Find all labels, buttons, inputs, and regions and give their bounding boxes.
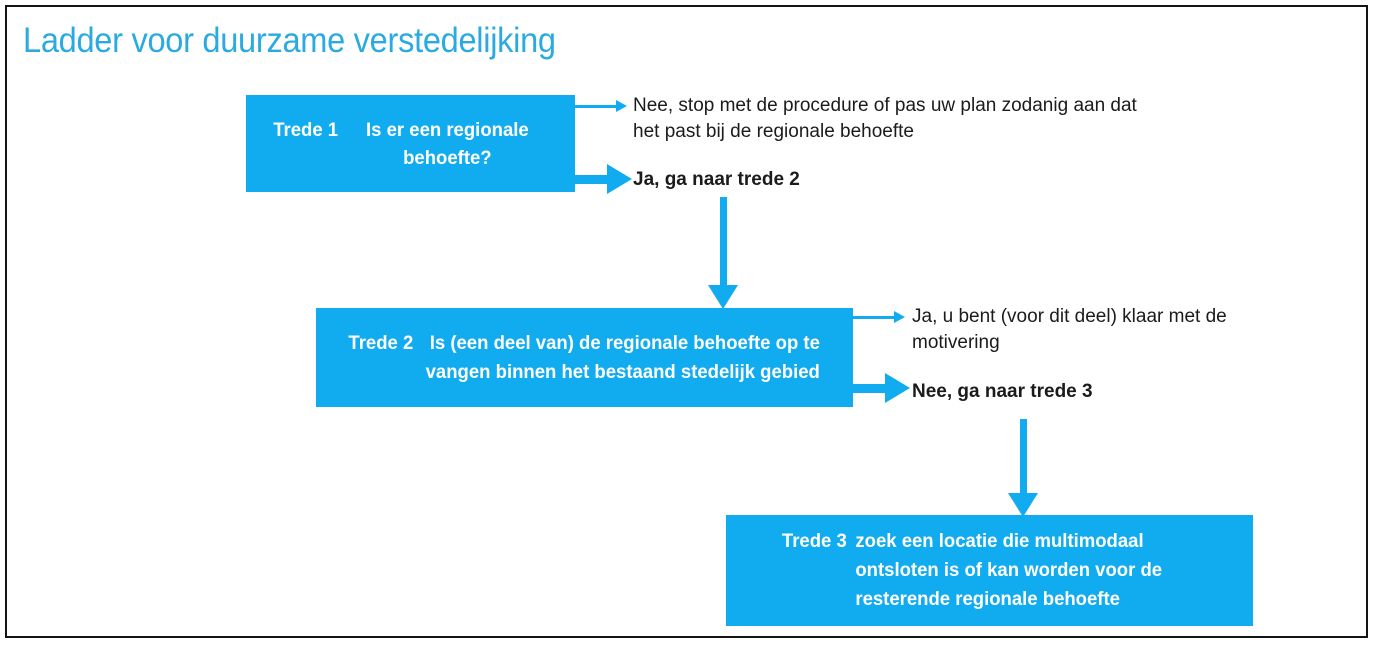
arrow-right-thick-icon-trede-2-nee: [853, 373, 910, 403]
arrow-shaft: [1019, 419, 1027, 493]
step-text-trede-2: Is (een deel van) de regionale behoefte …: [425, 331, 821, 383]
outcome-trede-2-ja: Ja, u bent (voor dit deel) klaar met de …: [912, 306, 1227, 353]
step-box-trede-2[interactable]: Trede 2 Is (een deel van) de regionale b…: [316, 308, 853, 407]
arrow-shaft: [853, 383, 889, 393]
arrow-shaft: [575, 104, 619, 108]
arrow-head: [607, 164, 632, 194]
page-title: Ladder voor duurzame verstedelijking: [23, 21, 556, 60]
step-label-trede-1: Trede 1: [273, 118, 338, 141]
step-text-trede-1: Is er een regionale behoefte?: [365, 118, 529, 169]
arrow-right-thin-icon-trede-1-nee: [575, 99, 627, 113]
arrow-head: [616, 100, 627, 112]
outcome-trede-1-nee: Nee, stop met de procedure of pas uw pla…: [633, 95, 1137, 142]
step-label-trede-2: Trede 2: [348, 331, 414, 354]
step-box-trede-1-content: Trede 1 Is er een regionale behoefte?: [273, 116, 548, 172]
step-box-trede-2-content: Trede 2 Is (een deel van) de regionale b…: [349, 329, 820, 387]
arrow-shaft: [719, 197, 727, 285]
diagram-canvas: Ladder voor duurzame verstedelijking Tre…: [7, 7, 1366, 636]
diagram-frame: Ladder voor duurzame verstedelijking Tre…: [5, 5, 1368, 638]
arrow-head: [1008, 493, 1038, 517]
outcome-trede-2-nee: Nee, ga naar trede 3: [912, 381, 1093, 402]
step-box-trede-3-content: Trede 3 zoek een locatie die multimodaal…: [782, 527, 1197, 614]
arrow-right-thick-icon-trede-1-ja: [575, 164, 632, 194]
arrow-down-icon-trede-1-to-trede-2: [708, 197, 738, 309]
arrow-shaft: [575, 174, 611, 184]
step-box-trede-1[interactable]: Trede 1 Is er een regionale behoefte?: [246, 95, 575, 192]
arrow-shaft: [853, 315, 897, 319]
step-box-trede-3[interactable]: Trede 3 zoek een locatie die multimodaal…: [726, 515, 1253, 626]
arrow-head: [708, 285, 738, 309]
arrow-head: [885, 373, 910, 403]
step-text-trede-3: zoek een locatie die multimodaal ontslot…: [855, 530, 1162, 610]
arrow-head: [894, 311, 905, 323]
step-label-trede-3: Trede 3: [781, 530, 847, 552]
arrow-right-thin-icon-trede-2-ja: [853, 310, 905, 324]
outcome-trede-1-ja: Ja, ga naar trede 2: [633, 169, 800, 190]
arrow-down-icon-trede-2-to-trede-3: [1008, 419, 1038, 517]
